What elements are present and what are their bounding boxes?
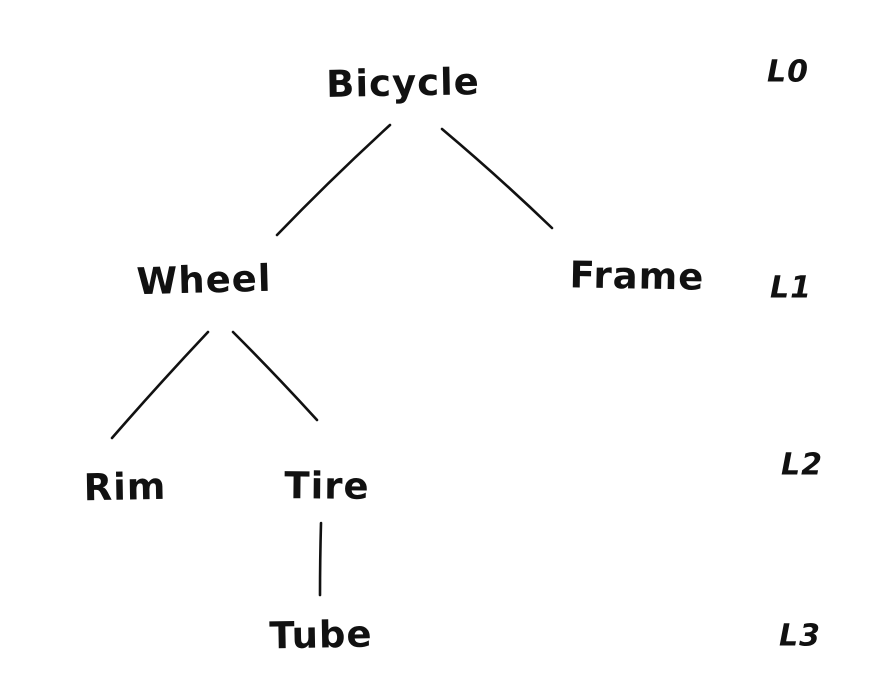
node-bicycle: Bicycle [325, 60, 481, 106]
edge-bicycle-wheel [275, 123, 392, 237]
level-label-l0: L0 [767, 54, 809, 90]
node-rim: Rim [83, 464, 167, 510]
edge-wheel-rim [110, 330, 210, 440]
edge-tire-tube [318, 521, 323, 597]
node-wheel: Wheel [135, 256, 273, 304]
level-label-l3: L3 [779, 618, 821, 654]
node-tube: Tube [269, 612, 373, 658]
level-label-l2: L2 [781, 447, 823, 483]
node-frame: Frame [569, 253, 705, 299]
edge-wheel-tire [231, 330, 319, 422]
level-label-l1: L1 [770, 270, 812, 306]
edge-bicycle-frame [440, 127, 554, 230]
node-tire: Tire [284, 464, 370, 508]
